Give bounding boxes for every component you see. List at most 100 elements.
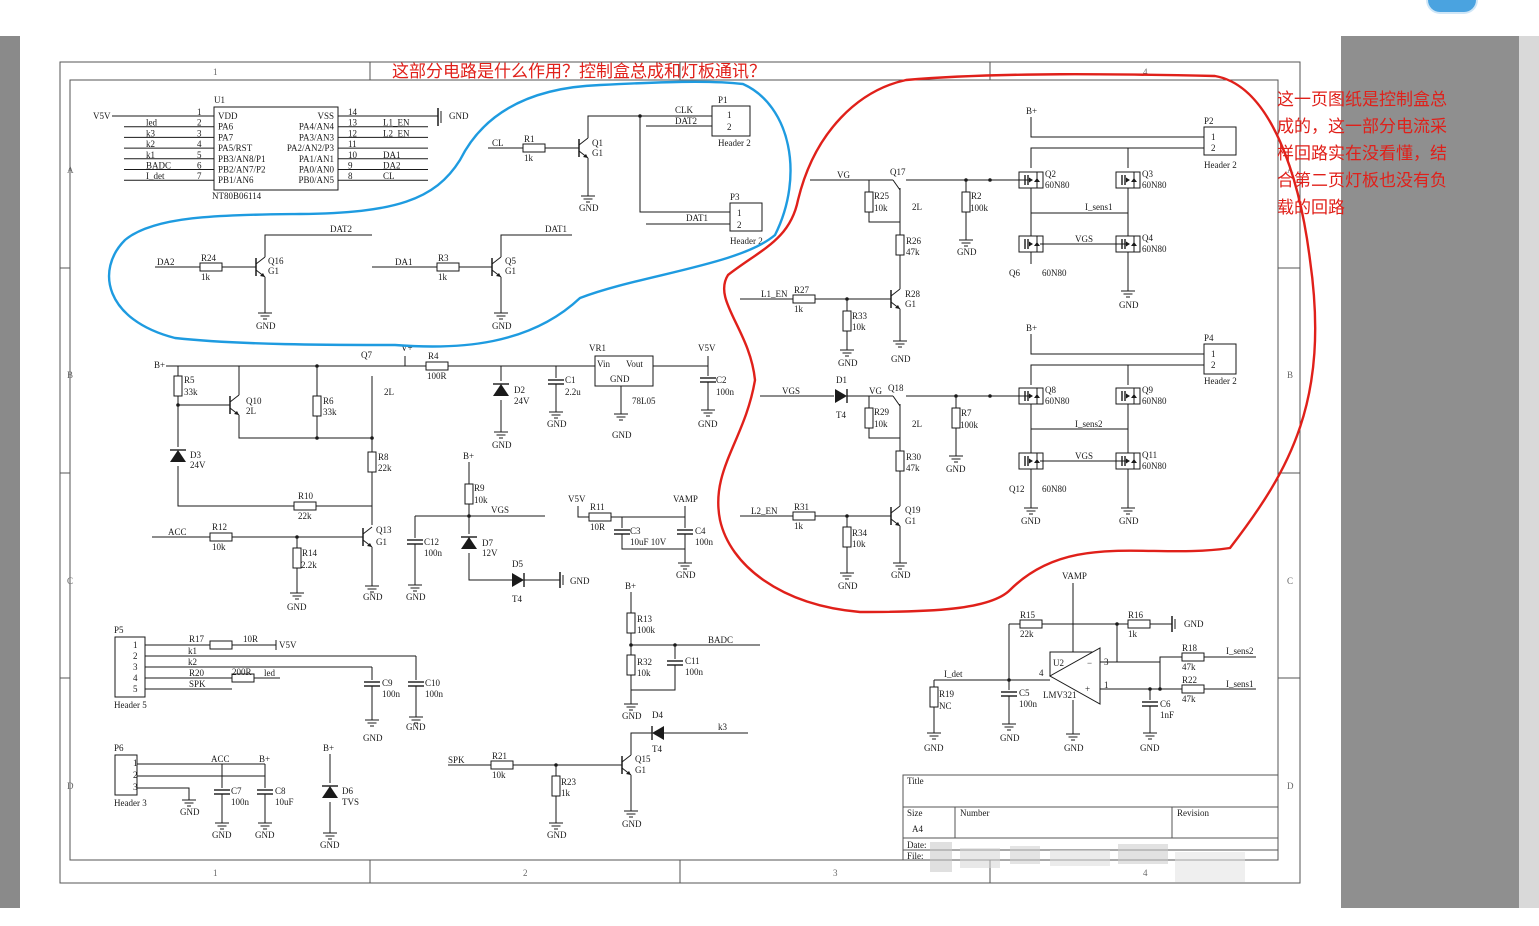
- p6-header: Header 3: [114, 798, 147, 808]
- right-note-line-1: 这一页图纸是控制盒总: [1277, 90, 1447, 109]
- gnd-r34: GND: [838, 581, 858, 591]
- net-bplus-p4: B+: [1026, 323, 1037, 333]
- r16-value: 1k: [1128, 629, 1138, 639]
- frame-col-bottom-3: 3: [833, 868, 838, 878]
- u1-pin-num-left: 1: [197, 107, 202, 117]
- q3-ref: Q3: [1142, 169, 1153, 179]
- gnd-r28: GND: [891, 354, 911, 364]
- net-vamp-u2: VAMP: [1062, 571, 1087, 581]
- c5-ref: C5: [1019, 688, 1030, 698]
- net-bplus-r13: B+: [625, 581, 636, 591]
- r8-ref: R8: [378, 452, 389, 462]
- u1-pin-name-right: PA4/AN4: [299, 122, 335, 132]
- r13-value: 100k: [637, 625, 656, 635]
- d4-ref: D4: [652, 710, 663, 720]
- q2-value: 60N80: [1045, 180, 1070, 190]
- r30-ref: R30: [906, 452, 922, 462]
- c4-value: 100n: [695, 537, 714, 547]
- r2-value: 100k: [970, 203, 989, 213]
- d6-value: TVS: [342, 797, 359, 807]
- net-isens2-r18: I_sens2: [1226, 646, 1254, 656]
- net-k3: k3: [718, 722, 728, 732]
- r26-value: 47k: [906, 247, 920, 257]
- c2-value: 100n: [716, 387, 735, 397]
- c8-ref: C8: [275, 786, 286, 796]
- frame-row-left-c: C: [67, 576, 73, 586]
- gnd-r14: GND: [287, 602, 307, 612]
- gnd-r19: GND: [924, 743, 944, 753]
- net-gnd-u1: GND: [449, 111, 469, 121]
- r11-ref: R11: [590, 502, 605, 512]
- title-block: [902, 774, 1279, 861]
- q7-ref: Q7: [361, 350, 372, 360]
- gnd-c12: GND: [406, 592, 426, 602]
- net-dat2: DAT2: [330, 224, 352, 234]
- q18-value: 2L: [912, 419, 922, 429]
- r24-ref: R24: [201, 253, 217, 263]
- frame-row-left-a: A: [67, 165, 74, 175]
- number-label: Number: [960, 808, 990, 818]
- r4-value: 100R: [427, 371, 447, 381]
- d7-ref: D7: [482, 538, 493, 548]
- r19-value: NC: [939, 701, 952, 711]
- u1-pin-num-right: 14: [348, 107, 358, 117]
- p4-header: Header 2: [1204, 376, 1237, 386]
- gnd-u2: GND: [1064, 743, 1084, 753]
- net-vamp-power: VAMP: [673, 494, 698, 504]
- r25-value: 10k: [874, 203, 888, 213]
- u2-ref: U2: [1053, 658, 1064, 668]
- r22-value: 47k: [1182, 694, 1196, 704]
- p2-pin2: 2: [1211, 143, 1216, 153]
- q5-ref: Q5: [505, 256, 516, 266]
- net-da1: DA1: [395, 257, 413, 267]
- r5-value: 33k: [184, 387, 198, 397]
- right-note-line-3: 样回路实在没看懂，结: [1277, 144, 1447, 163]
- r21-ref: R21: [492, 751, 507, 761]
- p3-pin1: 1: [737, 208, 742, 218]
- vr1-gnd: GND: [610, 374, 630, 384]
- gnd-q4: GND: [1119, 300, 1139, 310]
- p5-pin1: 1: [133, 640, 138, 650]
- net-da2: DA2: [157, 257, 175, 267]
- frame-row-right-b: B: [1287, 370, 1293, 380]
- gnd-p6: GND: [180, 807, 200, 817]
- q16-g1: G1: [268, 266, 279, 276]
- c6-value: 1nF: [1160, 710, 1174, 720]
- d4-t4: T4: [652, 744, 662, 754]
- p1-header: Header 2: [718, 138, 751, 148]
- c6-ref: C6: [1160, 699, 1171, 709]
- r31-value: 1k: [794, 521, 804, 531]
- u1-pin-num-left: 4: [197, 139, 202, 149]
- gnd-q1: GND: [579, 203, 599, 213]
- right-note-line-2: 成的，这一部分电流采: [1277, 117, 1447, 136]
- r20-value: 200R: [232, 667, 252, 677]
- file-label: File:: [907, 851, 924, 861]
- vr1-vin: Vin: [597, 359, 610, 369]
- q6-value: 60N80: [1042, 268, 1067, 278]
- d7-value: 12V: [482, 548, 498, 558]
- schematic-page: [20, 36, 1341, 908]
- r15-ref: R15: [1020, 610, 1036, 620]
- net-badc: BADC: [708, 635, 733, 645]
- net-vgs-q11: VGS: [1075, 451, 1093, 461]
- r20-ref: R20: [189, 668, 205, 678]
- title-label: Title: [907, 776, 924, 786]
- q12-value: 60N80: [1042, 484, 1067, 494]
- p3-header: Header 2: [730, 236, 763, 246]
- r27-value: 1k: [794, 304, 804, 314]
- r6-value: 33k: [323, 407, 337, 417]
- d5-ref: D5: [512, 559, 523, 569]
- viewer-bottom-bar: [0, 908, 1539, 926]
- u1-net-right: DA2: [383, 161, 401, 171]
- r5-ref: R5: [184, 375, 195, 385]
- frame-row-right-d: D: [1287, 781, 1294, 791]
- p4-ref: P4: [1204, 333, 1214, 343]
- r7-value: 100k: [960, 420, 979, 430]
- net-dat1-p3: DAT1: [686, 213, 708, 223]
- net-l1en: L1_EN: [761, 289, 788, 299]
- p2-header: Header 2: [1204, 160, 1237, 170]
- c1-value: 2.2u: [565, 387, 581, 397]
- r28-ref: R28: [905, 289, 921, 299]
- u2-pin4: 4: [1039, 668, 1044, 678]
- net-isens2: I_sens2: [1075, 419, 1103, 429]
